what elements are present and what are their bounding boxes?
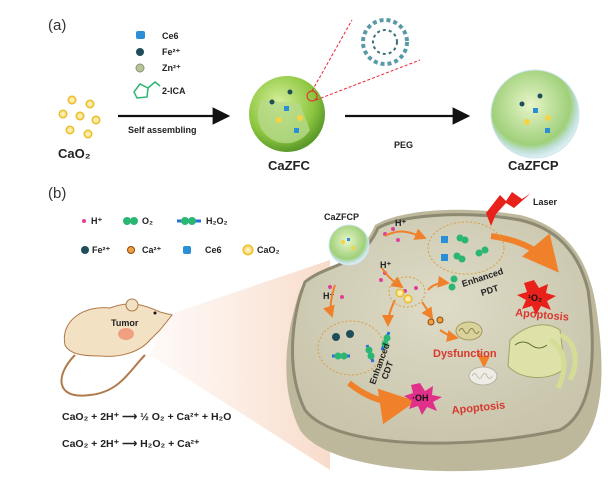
species-legend: H⁺ O₂ H₂O₂ Fe²⁺ Ca²⁺ Ce6 CaO₂	[81, 216, 280, 256]
hydroxyl-radical-burst	[404, 383, 442, 415]
mitochondrion-healthy	[455, 321, 483, 341]
legend-label: O₂	[142, 216, 153, 226]
o2-molecule-icon	[123, 217, 138, 225]
component-legend: Ce6 Fe²⁺ Zn²⁺ 2-ICA	[133, 31, 186, 99]
tumor-spot	[118, 328, 134, 340]
cazfcp-nanoparticle	[328, 224, 370, 266]
zn-sphere-icon	[135, 63, 145, 73]
laser-label: Laser	[533, 197, 558, 207]
pdt-vesicle	[427, 221, 505, 275]
step1-label: Self assembling	[128, 125, 197, 135]
zoom-beam	[150, 260, 330, 470]
legend-label: H₂O₂	[206, 216, 228, 226]
singlet-oxygen-burst	[517, 280, 556, 315]
step2-label: PEG	[394, 140, 413, 150]
cao2-vesicle	[388, 276, 426, 308]
cazfcp-label: CaZFCP	[508, 158, 559, 173]
h-plus-label: H⁺	[395, 218, 406, 228]
cdt-vesicle	[317, 320, 391, 376]
h-plus-label: H⁺	[323, 291, 334, 301]
ca-ions	[427, 316, 444, 326]
mouse-illustration	[60, 298, 173, 397]
process-arrows	[323, 228, 490, 368]
component-label: Fe²⁺	[162, 47, 181, 57]
imidazole-icon	[133, 81, 161, 99]
o2-released	[448, 275, 458, 291]
cdt-big-arrow	[347, 380, 416, 425]
component-label: Zn²⁺	[162, 63, 181, 73]
ce6-cube-icon	[136, 31, 145, 39]
apoptosis-label-cdt: Apoptosis	[451, 399, 506, 417]
hydroxyl-radical-label: ·OH	[412, 393, 429, 403]
ca-ion-icon	[127, 246, 135, 254]
mitochondrion-damaged	[468, 366, 498, 386]
h2o2-molecule-icon	[177, 217, 201, 225]
h-plus-markers	[328, 227, 418, 299]
h-plus-label: H⁺	[380, 260, 391, 270]
equation-2: CaO₂ + 2H⁺ ⟶ H₂O₂ + Ca²⁺	[62, 438, 200, 450]
cao2-icon	[242, 244, 254, 256]
legend-label: Ce6	[205, 245, 222, 255]
cao2-particles	[58, 95, 101, 139]
panel-b-label: (b)	[48, 185, 66, 202]
laser-bolt-icon	[486, 192, 531, 226]
singlet-oxygen-label: ¹O₂	[528, 293, 542, 303]
legend-label: H⁺	[91, 216, 102, 226]
component-label: 2-ICA	[162, 86, 186, 96]
er-organelle	[507, 324, 578, 390]
fe-sphere-icon	[136, 48, 144, 56]
component-label: Ce6	[162, 31, 179, 41]
pdt-big-arrow	[490, 233, 559, 273]
h-ion-icon	[82, 219, 86, 223]
fe-ion-icon	[81, 246, 89, 254]
mof-inset	[311, 18, 421, 101]
tumor-cell	[286, 209, 602, 472]
equation-1: CaO₂ + 2H⁺ ⟶ ½ O₂ + Ca²⁺ + H₂O	[62, 411, 231, 423]
legend-label: CaO₂	[257, 245, 280, 255]
cao2-label: CaO₂	[58, 146, 91, 161]
dysfunction-label: Dysfunction	[433, 348, 497, 360]
apoptosis-label-pdt: Apoptosis	[515, 307, 570, 324]
ce6-icon	[183, 246, 191, 254]
legend-label: Fe²⁺	[92, 245, 111, 255]
legend-label: Ca²⁺	[142, 245, 162, 255]
cazfcp-sphere	[490, 69, 580, 159]
cazfc-sphere	[249, 76, 325, 152]
panel-a-label: (a)	[48, 17, 66, 34]
cazfc-label: CaZFC	[268, 158, 311, 173]
tumor-label: Tumor	[111, 318, 139, 328]
cell-cazfcp-label: CaZFCP	[324, 212, 359, 222]
